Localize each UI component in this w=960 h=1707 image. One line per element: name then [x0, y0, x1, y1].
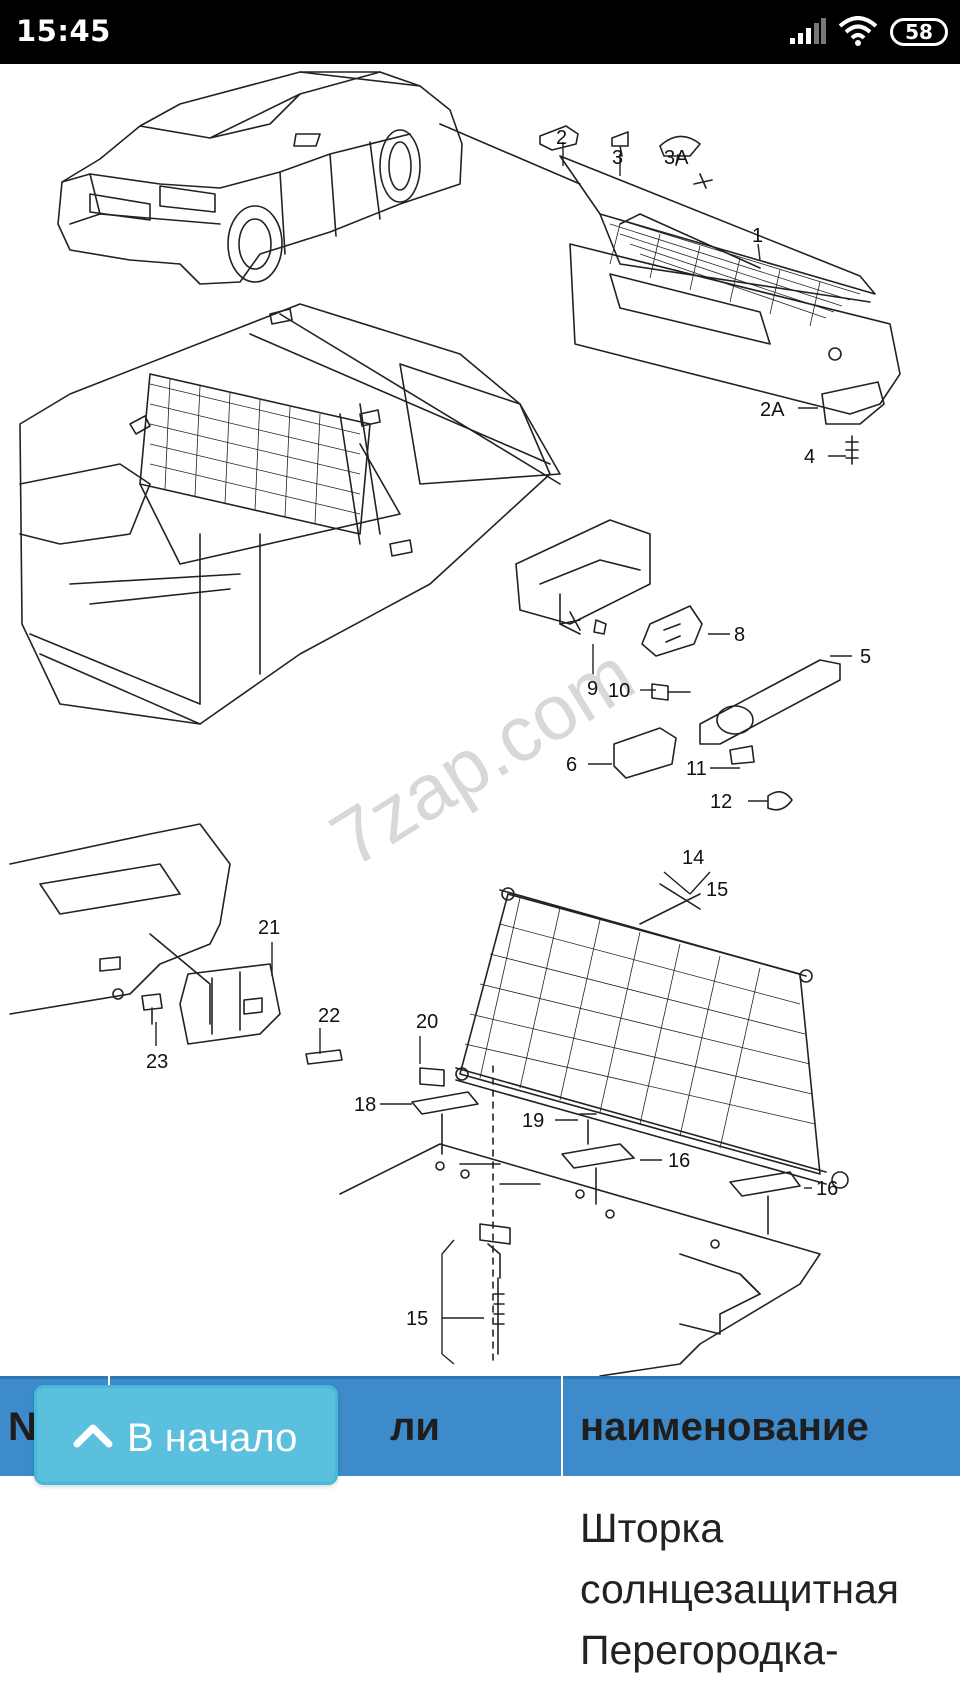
car-body [57, 71, 463, 285]
header-divider [561, 1376, 563, 1707]
callout-3: 3 [612, 147, 623, 169]
callout-10: 10 [608, 680, 630, 702]
callout-14: 14 [682, 847, 704, 869]
callout-2: 2 [556, 127, 567, 149]
back-to-top-button[interactable]: В начало [34, 1385, 338, 1485]
callout-11: 11 [686, 758, 707, 780]
chevron-up-icon [73, 1422, 113, 1453]
header-name: наименование [580, 1405, 869, 1449]
callout-9: 9 [587, 678, 598, 700]
callout-22: 22 [318, 1005, 340, 1027]
callout-20: 20 [416, 1011, 438, 1033]
callout-15-top: 15 [706, 879, 728, 901]
callout-5: 5 [860, 646, 871, 668]
status-time: 15:45 [16, 14, 111, 48]
header-number: N [8, 1405, 37, 1449]
callout-18: 18 [354, 1094, 376, 1116]
callout-15-bottom: 15 [406, 1308, 428, 1330]
callout-23: 23 [146, 1051, 168, 1073]
parts-diagram: 7zap.com 2 3 3A 1 2A 4 8 9 10 5 6 11 12 … [0, 64, 960, 1376]
header-divider [108, 1376, 110, 1707]
battery-level: 58 [905, 20, 933, 44]
back-to-top-label: В начало [127, 1416, 298, 1460]
header-quantity: ли [390, 1405, 440, 1449]
callout-3a: 3A [664, 147, 689, 169]
wifi-icon [838, 16, 878, 51]
callout-6: 6 [566, 754, 577, 776]
signal-icon [790, 18, 826, 49]
watermark: 7zap.com [315, 630, 648, 884]
callout-4: 4 [804, 446, 815, 468]
table-row: Шторка солнцезащитная Перегородка- [0, 1476, 960, 1707]
callout-16-b: 16 [816, 1178, 838, 1200]
status-bar: 15:45 58 [0, 0, 960, 64]
callout-8: 8 [734, 624, 745, 646]
parts-diagram-drawing: 7zap.com 2 3 3A 1 2A 4 8 9 10 5 6 11 12 … [9, 71, 901, 1376]
callout-2a: 2A [760, 399, 785, 421]
battery-icon: 58 [890, 18, 948, 46]
callout-21: 21 [258, 917, 280, 939]
callout-1: 1 [752, 225, 763, 247]
callout-19: 19 [522, 1110, 544, 1132]
callout-16-a: 16 [668, 1150, 690, 1172]
callout-12: 12 [710, 791, 732, 813]
part-name-cell: Шторка солнцезащитная Перегородка- [580, 1505, 900, 1673]
